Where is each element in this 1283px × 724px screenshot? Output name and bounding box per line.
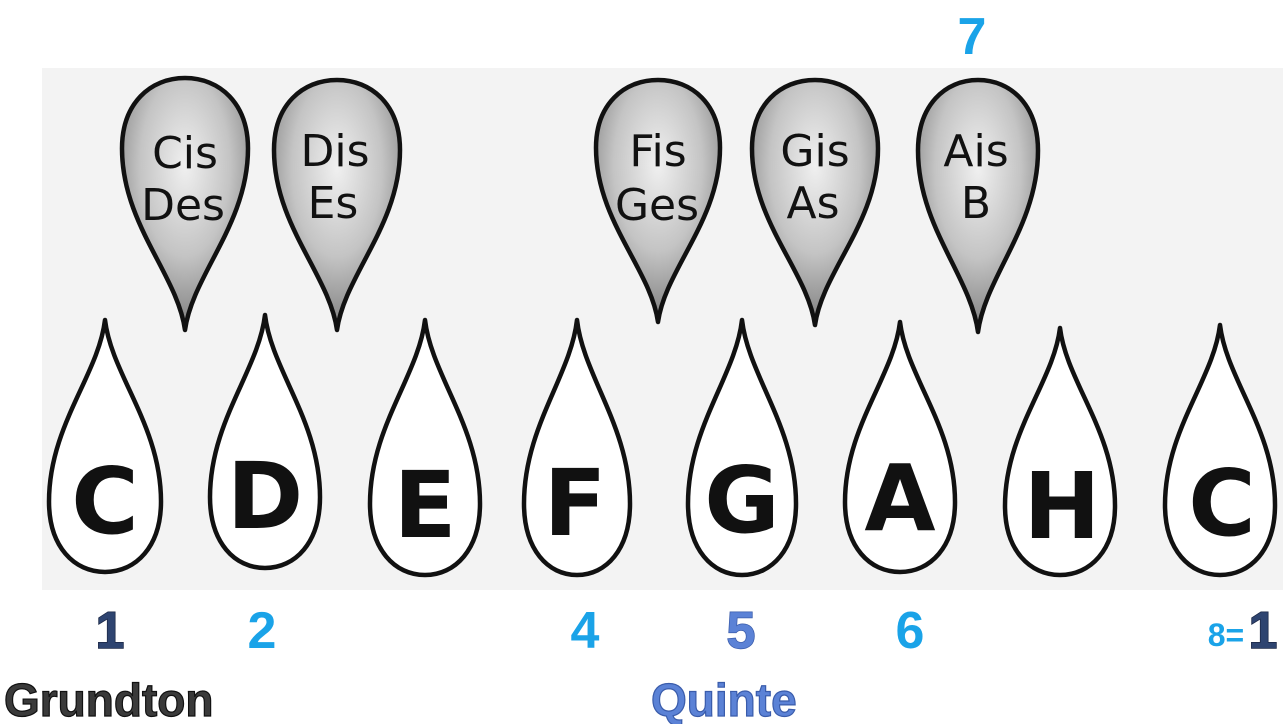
lower-drops: C D E F G A H C [46,312,1278,578]
drop-shape [46,317,164,575]
note-letter: H [1024,453,1101,560]
drop-a: A [842,319,958,575]
fifth-label: Quinte [651,674,797,724]
drop-d: D [207,312,323,571]
drop-shape [593,77,723,325]
note-letter: A [864,445,935,552]
scale-degrees: 1 2 4 5 6 8= 1 [95,601,1278,661]
degree-2: 2 [248,602,277,660]
drop-line-2: Ges [615,180,699,231]
drop-c-octave: C [1162,322,1278,578]
drop-line-1: Cis [152,128,218,179]
drop-shape [367,317,483,578]
drop-shape [119,75,251,333]
drop-line-2: Des [141,180,225,231]
drop-shape [842,319,958,575]
drop-fis-ges: Fis Ges [593,77,723,325]
drop-f: F [521,317,633,578]
upper-drops: Cis Des Dis Es Fis Ges Gis As Ais B [119,75,1041,335]
drop-gis-as: Gis As [749,77,881,328]
drop-shape [685,317,799,578]
drop-line-2: As [786,178,839,229]
drop-line-1: Dis [300,126,369,177]
drop-c: C [46,317,164,575]
degree-8-octave: 1 [1249,602,1278,660]
note-letter: F [544,450,607,557]
drop-line-1: Gis [780,126,849,177]
degree-6: 6 [896,602,925,660]
degree-1: 1 [96,602,125,660]
drop-shape [1002,325,1118,578]
drop-line-2: B [961,178,991,229]
drop-line-2: Es [308,178,359,229]
note-letter: C [71,448,139,555]
drop-h: H [1002,325,1118,578]
drop-dis-es: Dis Es [271,77,403,333]
drop-shape [1162,322,1278,578]
drop-cis-des: Cis Des [119,75,251,333]
drop-shape [207,312,323,571]
root-label: Grundton [4,674,214,724]
drop-line-1: Fis [629,126,686,177]
drop-shape [521,317,633,578]
drop-ais-b: Ais B [915,77,1041,335]
degree-8-prefix: 8= [1208,617,1244,653]
drop-line-1: Ais [943,126,1008,177]
drop-shape [915,77,1041,335]
drop-shape [271,77,403,333]
degree-7-label: 7 [958,8,987,66]
degree-5: 5 [727,602,756,660]
note-letter: G [704,447,780,554]
note-letter: E [394,452,457,559]
drop-g: G [685,317,799,578]
note-letter: D [227,443,303,550]
drop-shape [749,77,881,328]
drop-e: E [367,317,483,578]
note-letter: C [1188,450,1256,557]
degree-4: 4 [571,602,600,660]
